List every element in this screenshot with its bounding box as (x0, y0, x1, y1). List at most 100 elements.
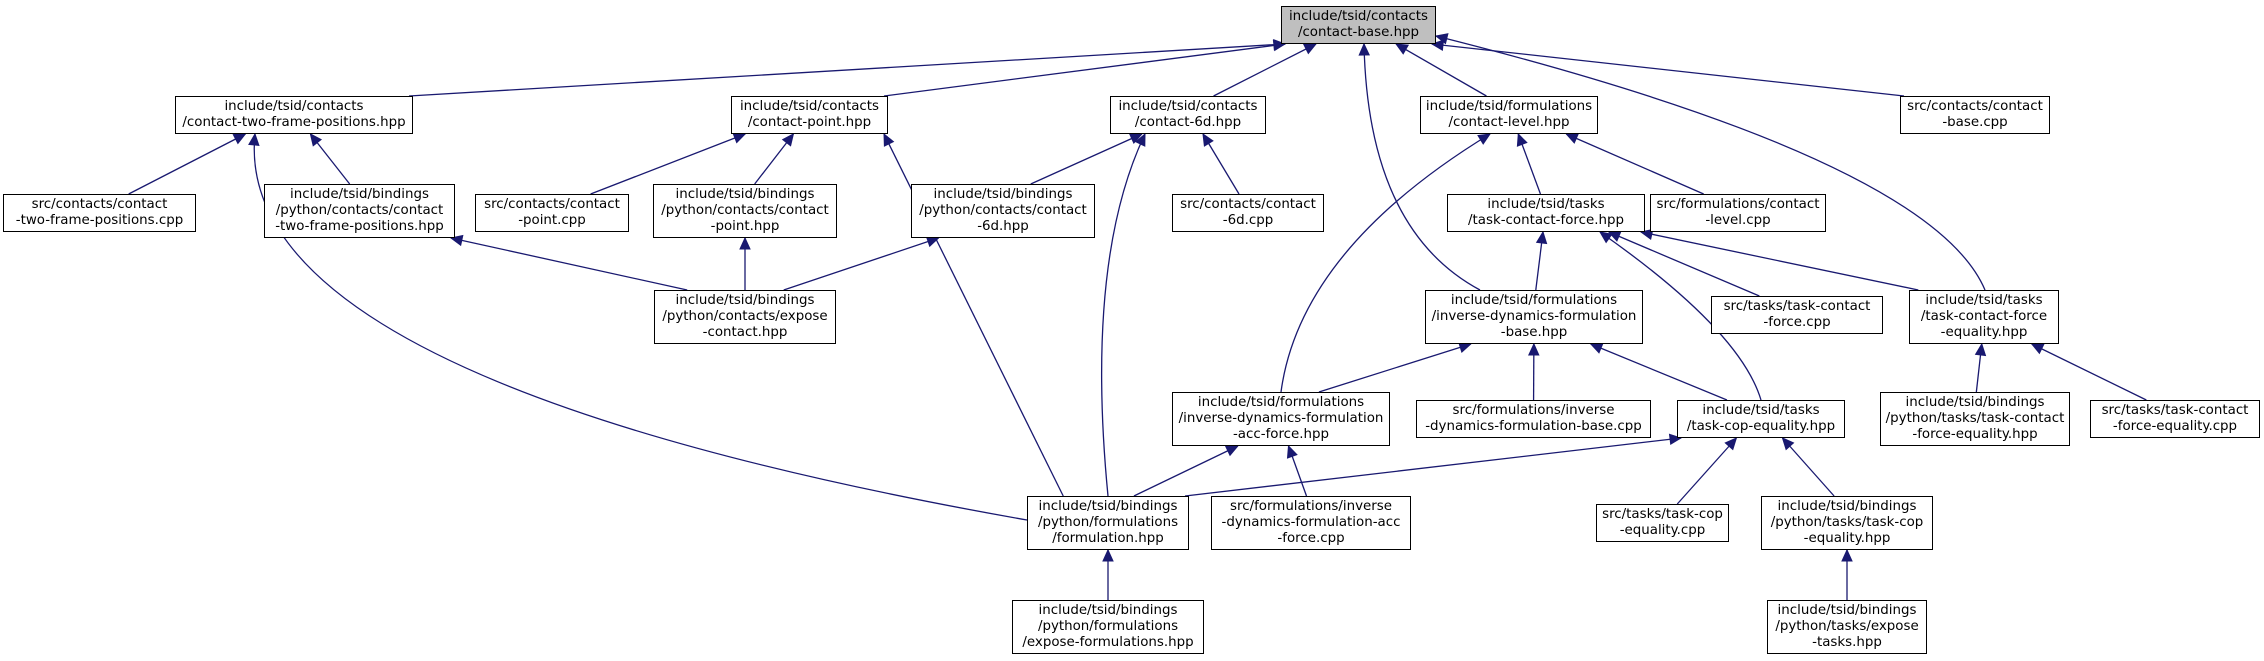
node-contact-base-cpp[interactable]: src/contacts/contact -base.cpp (1900, 96, 2050, 134)
node-bindings-expose-tasks-hpp[interactable]: include/tsid/bindings /python/tasks/expo… (1767, 600, 1927, 654)
node-label-line: include/tsid/tasks (1925, 293, 2043, 308)
dependency-edge (2031, 343, 2147, 401)
node-inverse-dynamics-formulation-acc-force-hpp[interactable]: include/tsid/formulations /inverse-dynam… (1172, 392, 1390, 446)
node-contact-6d-hpp[interactable]: include/tsid/contacts /contact-6d.hpp (1110, 96, 1266, 134)
node-label-line: src/tasks/task-cop (1602, 507, 1723, 522)
dependency-edge (1318, 343, 1471, 393)
node-bindings-contact-6d-hpp[interactable]: include/tsid/bindings /python/contacts/c… (911, 184, 1095, 238)
dependency-edge (1435, 35, 1986, 291)
node-inverse-dynamics-formulation-acc-force-cpp[interactable]: src/formulations/inverse -dynamics-formu… (1211, 496, 1411, 550)
node-label-line: include/tsid/bindings (675, 187, 815, 202)
node-label-line: -6d.hpp (977, 219, 1029, 234)
edge-arrowhead (1272, 39, 1287, 52)
node-label-line: -two-frame-positions.hpp (275, 219, 444, 234)
node-contact-point-hpp[interactable]: include/tsid/contacts /contact-point.hpp (731, 96, 888, 134)
node-label-line: include/tsid/tasks (1487, 197, 1605, 212)
node-label-line: include/tsid/contacts (739, 99, 880, 114)
node-label-line: include/tsid/bindings (1777, 499, 1917, 514)
node-label-line: /expose-formulations.hpp (1022, 635, 1194, 650)
edge-arrowhead (1841, 548, 1853, 562)
edge-arrowhead (739, 236, 751, 250)
edge-arrowhead (1974, 342, 1987, 357)
node-label-line: include/tsid/formulations (1425, 99, 1593, 114)
node-task-contact-force-cpp[interactable]: src/tasks/task-contact -force.cpp (1711, 296, 1883, 334)
edge-arrowhead (1589, 343, 1604, 354)
node-bindings-contact-point-hpp[interactable]: include/tsid/bindings /python/contacts/c… (653, 184, 837, 238)
edge-arrowhead (1134, 132, 1146, 147)
node-label-line: /python/tasks/task-contact (1885, 411, 2065, 426)
edge-arrowhead (309, 133, 323, 147)
edge-arrowhead (732, 132, 747, 144)
node-contact-two-frame-positions-cpp[interactable]: src/contacts/contact -two-frame-position… (3, 194, 196, 232)
node-label-line: src/contacts/contact (1907, 99, 2043, 114)
dependency-edge (1213, 43, 1317, 97)
dependency-edge (1590, 343, 1728, 401)
node-bindings-task-contact-force-equality-hpp[interactable]: include/tsid/bindings /python/tasks/task… (1880, 392, 2070, 446)
node-contact-level-hpp[interactable]: include/tsid/formulations /contact-level… (1420, 96, 1598, 134)
node-bindings-expose-formulations-hpp[interactable]: include/tsid/bindings /python/formulatio… (1012, 600, 1204, 654)
dependency-edge (590, 133, 746, 195)
node-label-line: /python/contacts/contact (661, 203, 829, 218)
dependency-edge (1101, 133, 1146, 497)
node-label-line: src/tasks/task-contact (1723, 299, 1871, 314)
edge-arrowhead (1528, 342, 1540, 356)
edge-arrowhead (2030, 343, 2045, 355)
node-label-line: /task-cop-equality.hpp (1686, 419, 1836, 434)
node-label-line: -two-frame-positions.cpp (15, 213, 184, 228)
node-label-line: -equality.cpp (1619, 523, 1706, 538)
edge-arrowhead (1516, 132, 1528, 147)
node-contact-level-cpp[interactable]: src/formulations/contact -level.cpp (1650, 194, 1826, 232)
node-bindings-contact-two-frame-positions-hpp[interactable]: include/tsid/bindings /python/contacts/c… (264, 184, 455, 238)
dependency-edge (1363, 43, 1481, 291)
dependency-edge (450, 237, 688, 291)
node-task-cop-equality-cpp[interactable]: src/tasks/task-cop -equality.cpp (1596, 504, 1729, 542)
node-label-line: /python/contacts/expose (662, 309, 828, 324)
dependency-edge (1133, 445, 1239, 497)
node-label-line: include/tsid/bindings (933, 187, 1073, 202)
edge-arrowhead (1202, 132, 1214, 147)
node-inverse-dynamics-formulation-base-cpp[interactable]: src/formulations/inverse -dynamics-formu… (1416, 400, 1651, 438)
edge-arrowhead (1224, 445, 1239, 457)
edge-arrowhead (781, 133, 795, 147)
node-label-line: src/contacts/contact (31, 197, 168, 212)
node-label-line: -force.cpp (1277, 531, 1345, 546)
node-task-cop-equality-hpp[interactable]: include/tsid/tasks /task-cop-equality.hp… (1677, 400, 1845, 438)
node-label-line: -tasks.hpp (1812, 635, 1882, 650)
node-label-line: -6d.cpp (1222, 213, 1274, 228)
node-contact-point-cpp[interactable]: src/contacts/contact -point.cpp (475, 194, 629, 232)
dependency-edge (1599, 231, 1762, 401)
node-bindings-formulation-hpp[interactable]: include/tsid/bindings /python/formulatio… (1027, 496, 1189, 550)
node-bindings-expose-contact-hpp[interactable]: include/tsid/bindings /python/contacts/e… (654, 290, 836, 344)
node-label-line: /task-contact-force (1920, 309, 2048, 324)
node-label-line: include/tsid/tasks (1702, 403, 1820, 418)
edge-arrowhead (1128, 133, 1143, 145)
node-label-line: src/formulations/contact (1656, 197, 1820, 212)
node-label-line: -point.hpp (710, 219, 780, 234)
node-task-contact-force-hpp[interactable]: include/tsid/tasks /task-contact-force.h… (1447, 194, 1645, 232)
node-label-line: /contact-two-frame-positions.hpp (182, 115, 406, 130)
dependency-edge (1565, 133, 1704, 195)
node-label-line: /python/formulations (1037, 515, 1179, 530)
dependency-edge (1608, 231, 1760, 297)
node-label-line: -contact.hpp (702, 325, 788, 340)
node-label-line: /python/contacts/contact (919, 203, 1087, 218)
dependency-edge (1184, 437, 1682, 497)
dependency-edge (408, 43, 1286, 97)
node-contact-6d-cpp[interactable]: src/contacts/contact -6d.cpp (1172, 194, 1324, 232)
node-inverse-dynamics-formulation-base-hpp[interactable]: include/tsid/formulations /inverse-dynam… (1425, 290, 1643, 344)
dependency-edge (1030, 133, 1143, 185)
edge-arrowhead (248, 132, 260, 146)
dependency-edge (883, 43, 1286, 97)
node-label-line: /formulation.hpp (1052, 531, 1164, 546)
node-label-line: /python/contacts/contact (275, 203, 444, 218)
edge-arrowhead (1286, 444, 1298, 459)
node-task-contact-force-equality-cpp[interactable]: src/tasks/task-contact -force-equality.c… (2090, 400, 2260, 438)
node-label-line: -base.cpp (1942, 115, 2008, 130)
edge-arrowhead (1430, 39, 1445, 52)
node-label-line: include/tsid/contacts (1118, 99, 1258, 114)
node-task-contact-force-equality-hpp[interactable]: include/tsid/tasks /task-contact-force -… (1909, 290, 2059, 344)
node-bindings-task-cop-equality-hpp[interactable]: include/tsid/bindings /python/tasks/task… (1761, 496, 1933, 550)
node-contact-two-frame-positions-hpp[interactable]: include/tsid/contacts /contact-two-frame… (175, 96, 413, 134)
